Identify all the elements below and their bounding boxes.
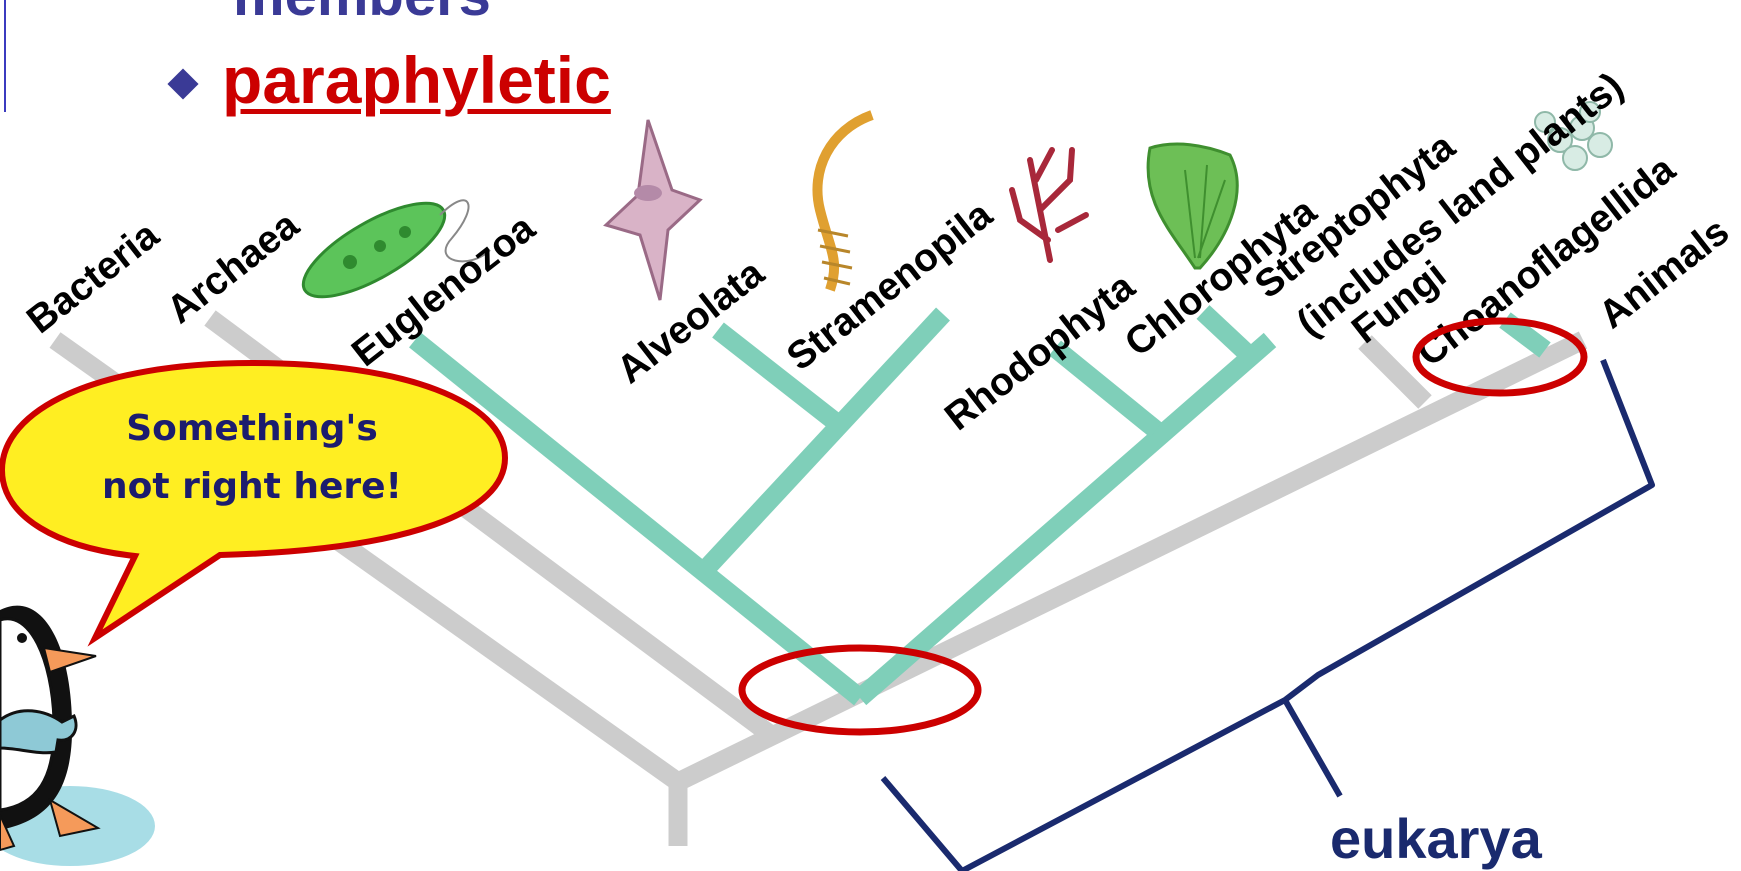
red-alga-icon bbox=[1012, 150, 1086, 260]
eukarya-label: eukarya bbox=[1330, 807, 1543, 870]
penguin-mascot-icon bbox=[0, 606, 155, 866]
taxon-label-bacteria: Bacteria bbox=[19, 213, 167, 342]
branch-streptophyta bbox=[1203, 312, 1250, 356]
diatom-chain-icon bbox=[817, 115, 872, 290]
taxon-label-alveolata: Alveolata bbox=[609, 251, 772, 392]
speech-bubble-line-2: not right here! bbox=[102, 466, 402, 507]
speech-bubble-line-1: Something's bbox=[126, 408, 378, 449]
taxon-label-archaea: Archaea bbox=[159, 203, 307, 332]
taxon-label-stramenopila: Stramenopila bbox=[779, 193, 1000, 379]
dinoflagellate-icon bbox=[606, 120, 700, 300]
taxon-label-rhodophyta: Rhodophyta bbox=[937, 265, 1143, 439]
